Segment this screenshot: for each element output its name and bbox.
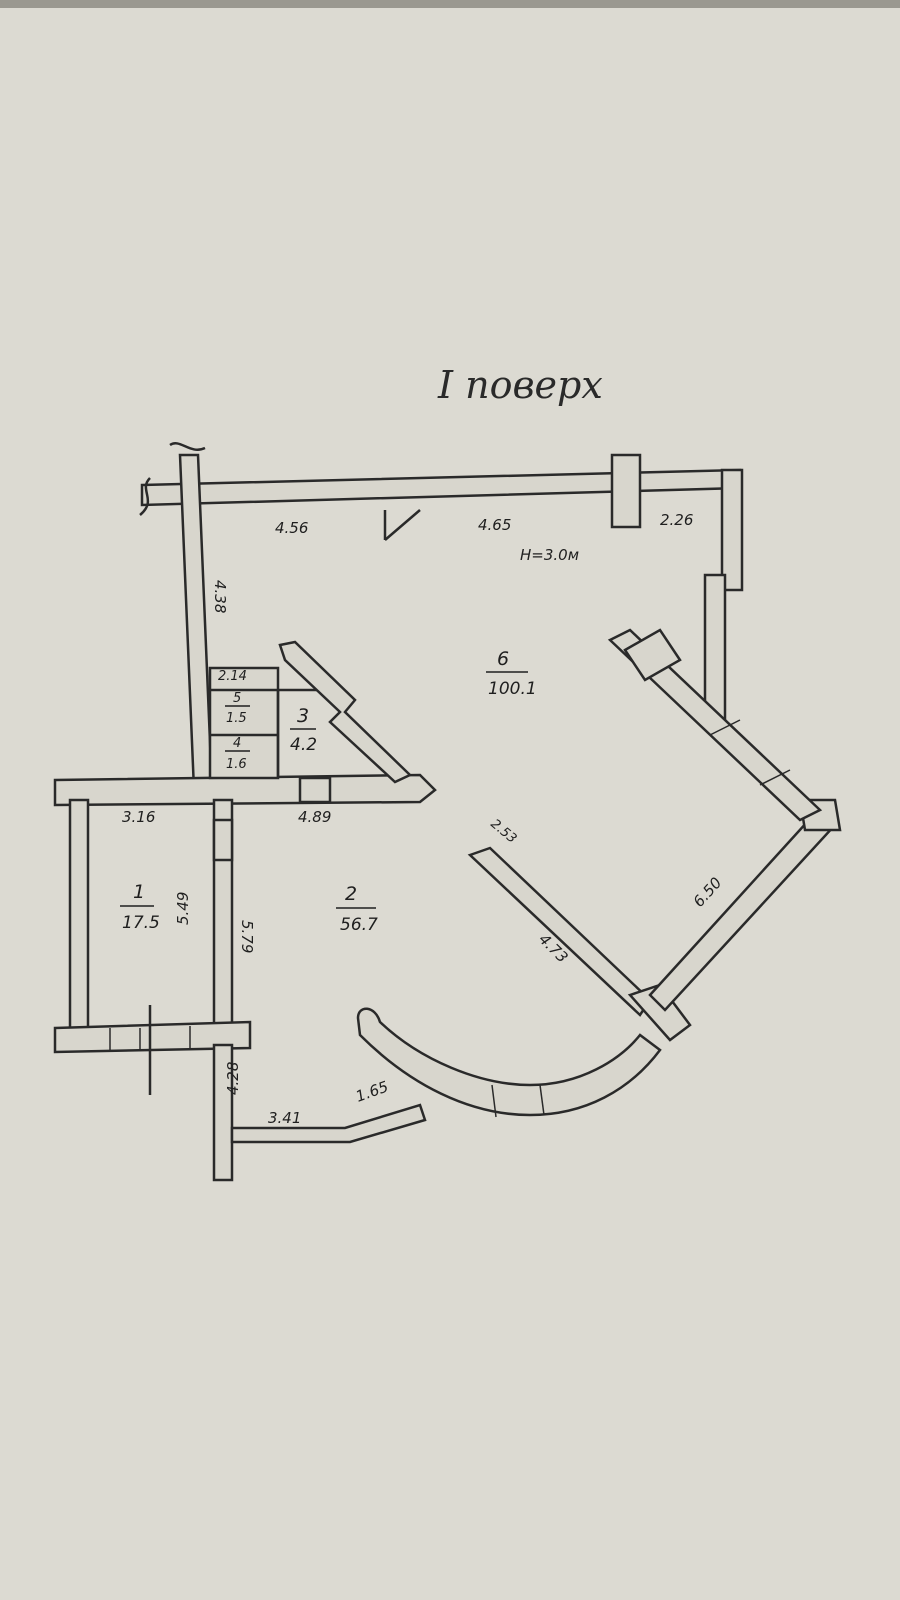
dim-top-right: 2.26 [660, 511, 693, 529]
room1-left-wall [68, 798, 90, 1032]
middle-wall-door [298, 776, 332, 804]
dim-bottom-a: 3.41 [268, 1109, 301, 1127]
door-swing-leaf [384, 509, 421, 541]
dim-small-room: 2.14 [218, 669, 247, 684]
top-right-wall [720, 468, 744, 592]
dim-left-upper: 4.38 [211, 580, 229, 613]
dim-room1-width: 3.16 [122, 808, 155, 826]
ceiling-height: H=3.0м [520, 546, 579, 564]
room1-area: 17.5 [122, 913, 160, 933]
room6-number: 6 [497, 648, 509, 670]
room3-area: 4.2 [290, 735, 317, 755]
room6-area: 100.1 [488, 679, 537, 699]
room3-number: 3 [297, 705, 309, 727]
dim-top-left: 4.56 [275, 519, 308, 537]
dim-room2-width: 4.89 [298, 808, 331, 826]
walls [53, 442, 842, 1182]
room-labels: 6 100.1 3 4.2 5 1.5 4 1.6 1 17.5 2 56.7 [120, 648, 537, 935]
bay-window-2 [539, 1084, 545, 1116]
room5-area: 1.5 [226, 711, 247, 726]
bay-window-1 [491, 1084, 497, 1118]
dim-top-mid: 4.65 [478, 516, 511, 534]
room4-number: 4 [233, 736, 241, 751]
window-mark-1 [709, 719, 741, 736]
paper-edge [0, 0, 900, 8]
lower-left-wall [212, 1043, 234, 1182]
break-mark-left [139, 477, 151, 516]
top-window-post [610, 453, 642, 529]
bottom-wall [230, 1103, 427, 1144]
room2-area: 56.7 [340, 915, 378, 935]
room3-diagonal-wall [278, 640, 413, 784]
room4-area: 1.6 [226, 757, 247, 772]
right-upper-wall [703, 573, 727, 722]
upper-diagonal-wall [607, 628, 823, 822]
dim-room2-height: 5.79 [238, 920, 256, 953]
room1-number: 1 [133, 881, 145, 903]
floor-title: I поверх [437, 363, 603, 407]
dim-lower-left: 4.28 [224, 1062, 242, 1095]
room2-number: 2 [345, 883, 357, 905]
small-rooms-box [208, 666, 280, 780]
middle-wall [53, 773, 437, 807]
room5-number: 5 [233, 691, 241, 706]
corner-junction [627, 983, 692, 1042]
window-mark-2 [759, 769, 791, 786]
room1-bottom-wall [53, 1020, 252, 1054]
break-mark-top [169, 442, 206, 451]
divider-door [212, 818, 234, 862]
upper-diagonal-window [623, 628, 682, 682]
curved-bay-wall [356, 1007, 662, 1117]
dim-room1-height: 5.49 [174, 892, 192, 925]
